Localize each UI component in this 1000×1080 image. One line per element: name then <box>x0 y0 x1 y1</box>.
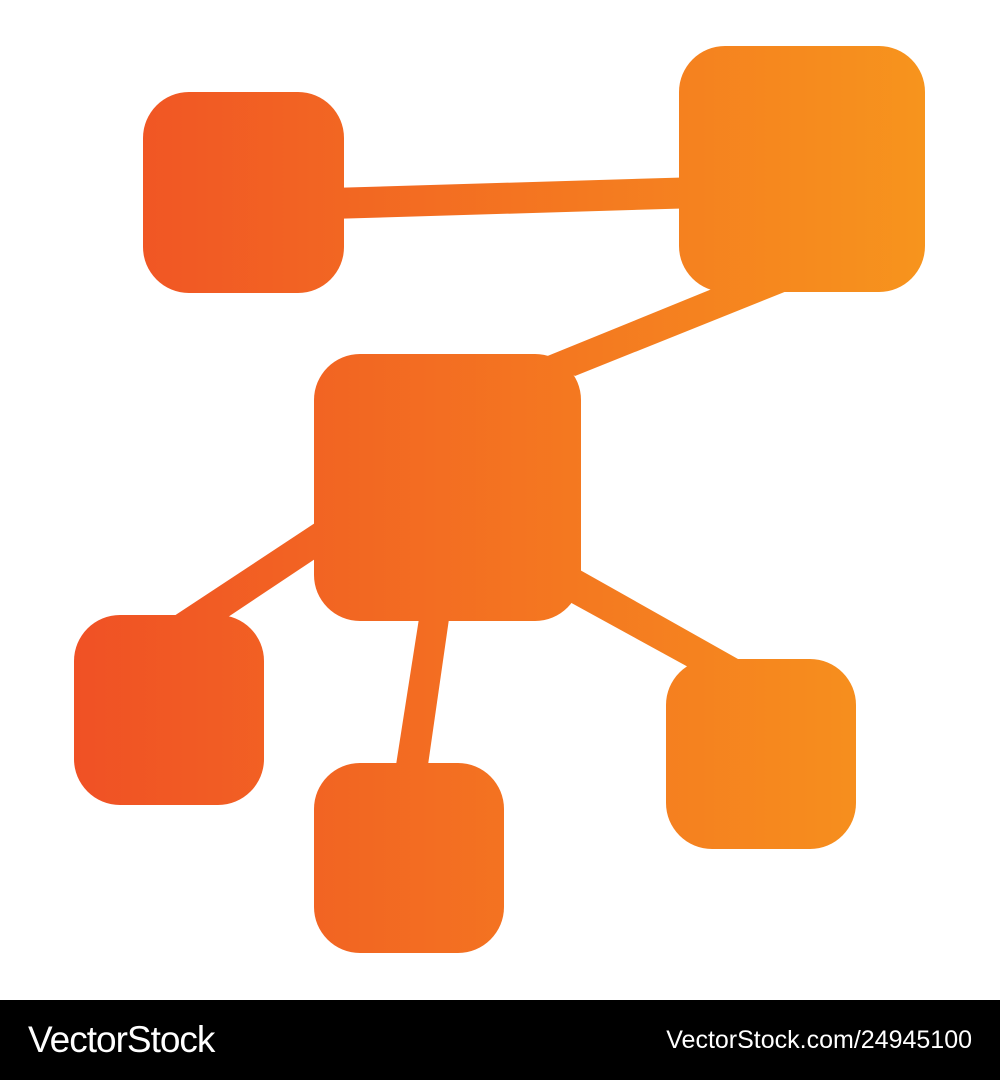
node-top-left <box>143 92 344 293</box>
connector-line-diagonal <box>545 289 792 376</box>
connector-line-right <box>566 570 738 668</box>
node-center <box>314 354 581 621</box>
brand-logo: VectorStock <box>28 1019 215 1060</box>
connector-line-bottom <box>396 612 450 765</box>
icon-canvas <box>74 46 925 953</box>
connector-line-left <box>174 521 318 617</box>
node-top-right <box>679 46 925 292</box>
node-bottom-center <box>314 763 504 953</box>
hierarchy-structure-icon <box>74 46 925 953</box>
watermark-footer: VectorStock VectorStock.com/24945100 <box>0 1000 1000 1080</box>
node-bottom-right <box>666 659 856 849</box>
connector-line-top <box>330 177 700 219</box>
node-bottom-left <box>74 615 264 805</box>
image-reference: VectorStock.com/24945100 <box>666 1025 972 1054</box>
